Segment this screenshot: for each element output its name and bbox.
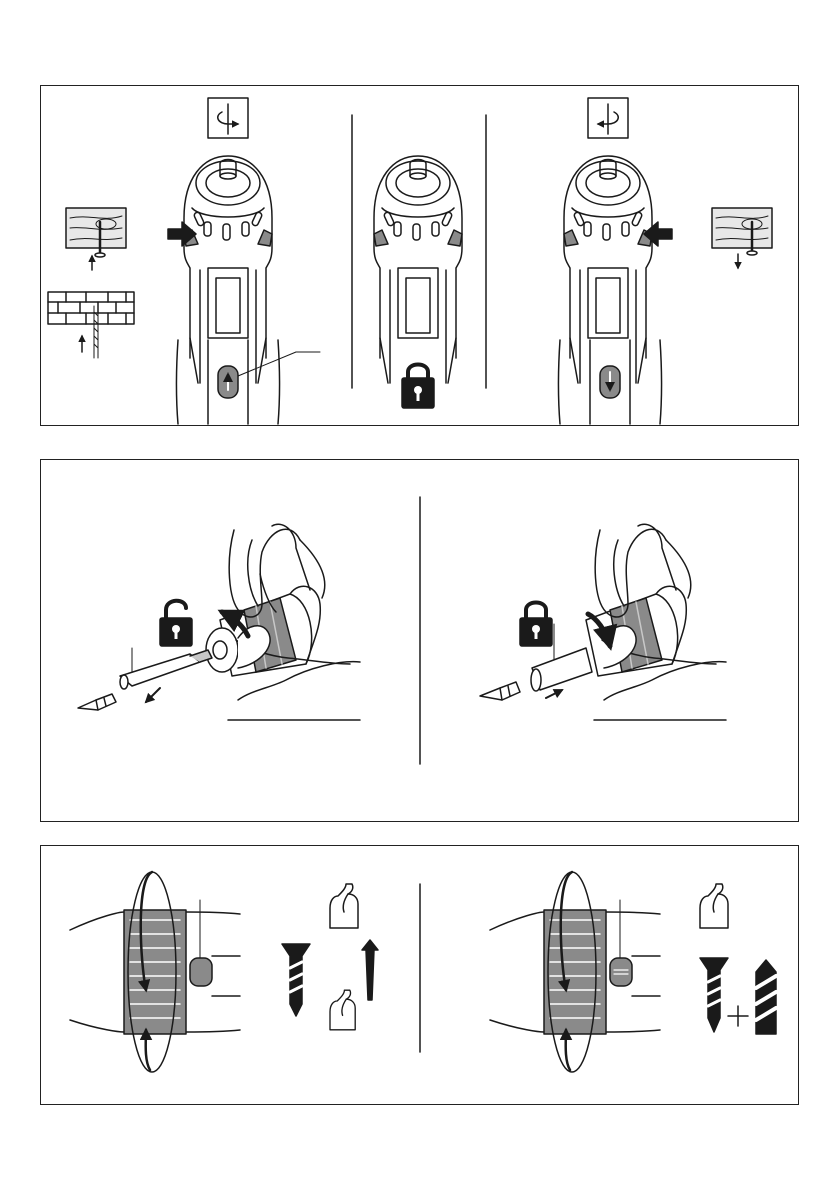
plus-icon xyxy=(728,1006,748,1026)
flexed-arm-icon-drill xyxy=(700,884,728,928)
bit-holder-removed xyxy=(78,648,212,710)
hand-chuck-unlock xyxy=(206,524,360,720)
torque-collar-left xyxy=(70,872,240,1072)
flexed-arm-icon-small xyxy=(330,884,358,928)
screw-icon xyxy=(282,944,310,1016)
hand-chuck-lock xyxy=(586,524,726,720)
drill-top-view-cw xyxy=(184,156,272,383)
padlock-closed-icon xyxy=(402,365,434,409)
screw-icon-2 xyxy=(700,958,728,1032)
brick-drill-icon xyxy=(48,292,134,358)
drill-top-view-ccw xyxy=(564,156,652,383)
flexed-arm-icon-large xyxy=(330,990,355,1030)
wood-screw-in-icon xyxy=(66,208,126,270)
torque-collar-right xyxy=(490,872,660,1072)
padlock-closed-icon-2 xyxy=(520,603,552,647)
padlock-open-icon xyxy=(160,601,192,646)
rotation-cw-icon xyxy=(208,98,248,138)
torque-increase-arrow xyxy=(362,940,378,1000)
drill-top-view-lock xyxy=(374,156,462,383)
drill-bit-icon xyxy=(756,960,776,1034)
wood-screw-out-icon xyxy=(712,208,772,268)
rotation-ccw-icon xyxy=(588,98,628,138)
